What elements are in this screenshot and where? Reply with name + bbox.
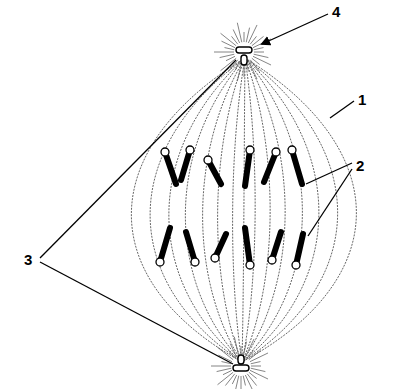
aster-ray bbox=[254, 52, 264, 53]
spindle-fiber bbox=[203, 58, 245, 362]
aster-ray bbox=[251, 366, 261, 367]
spindle-fiber bbox=[242, 58, 245, 362]
spindle-fiber bbox=[242, 58, 285, 362]
spindle-fiber bbox=[242, 58, 302, 362]
aster-ray bbox=[243, 376, 245, 386]
aster-ray bbox=[246, 28, 249, 43]
aster-ray bbox=[217, 368, 232, 371]
spindle-fiber bbox=[233, 58, 245, 362]
aster-ray bbox=[250, 370, 268, 379]
chromosomes bbox=[160, 150, 303, 265]
aster-ray bbox=[251, 368, 266, 371]
aster-ray bbox=[250, 60, 259, 72]
aster-ray bbox=[248, 61, 257, 79]
aster-ray bbox=[225, 48, 235, 50]
callout-number: 3 bbox=[24, 252, 32, 267]
spindle-fiber bbox=[169, 58, 245, 362]
aster-ray bbox=[230, 343, 237, 357]
aster-ray bbox=[251, 362, 261, 364]
aster-ray bbox=[225, 374, 234, 386]
leader-lines bbox=[40, 14, 354, 364]
spindle-fiber bbox=[242, 58, 319, 362]
spindle-fiber bbox=[185, 58, 245, 362]
aster-ray bbox=[237, 23, 241, 42]
centrioles bbox=[233, 47, 252, 371]
spindle-fiber bbox=[131, 58, 245, 362]
aster-ray bbox=[250, 353, 268, 362]
aster-ray bbox=[234, 337, 238, 356]
spindle-fiber bbox=[242, 58, 356, 362]
callout-number: 2 bbox=[356, 158, 364, 173]
aster-ray bbox=[241, 376, 242, 389]
aster-ray bbox=[218, 355, 232, 362]
aster-ray bbox=[218, 372, 234, 384]
aster-ray bbox=[248, 25, 257, 43]
aster-ray bbox=[223, 370, 232, 374]
callout-number: 1 bbox=[358, 92, 366, 107]
aster-ray bbox=[221, 58, 237, 70]
spindle-fibers bbox=[131, 58, 356, 362]
spindle-fiber bbox=[242, 58, 255, 362]
callout-number: 4 bbox=[332, 4, 340, 19]
aster-ray bbox=[249, 350, 261, 359]
aster-ray bbox=[211, 366, 231, 367]
aster-ray bbox=[243, 342, 246, 357]
aster-ray bbox=[221, 41, 235, 48]
aster-ray bbox=[220, 54, 235, 57]
aster-ray bbox=[247, 374, 256, 386]
spindle-fiber bbox=[150, 58, 245, 362]
centromeres bbox=[156, 146, 300, 269]
aster-ray bbox=[254, 48, 264, 50]
aster-rays bbox=[211, 23, 271, 389]
aster-ray bbox=[254, 54, 269, 57]
aster-ray bbox=[253, 56, 271, 65]
aster-ray bbox=[214, 52, 234, 53]
aster-ray bbox=[245, 375, 254, 389]
spindle-fiber bbox=[242, 58, 270, 362]
aster-ray bbox=[233, 29, 240, 43]
aster-ray bbox=[226, 56, 235, 60]
aster-ray bbox=[244, 32, 245, 42]
spindle-fiber bbox=[218, 58, 245, 362]
aster-ray bbox=[252, 36, 264, 45]
spindle-fiber bbox=[242, 58, 338, 362]
aster-ray bbox=[245, 339, 254, 357]
